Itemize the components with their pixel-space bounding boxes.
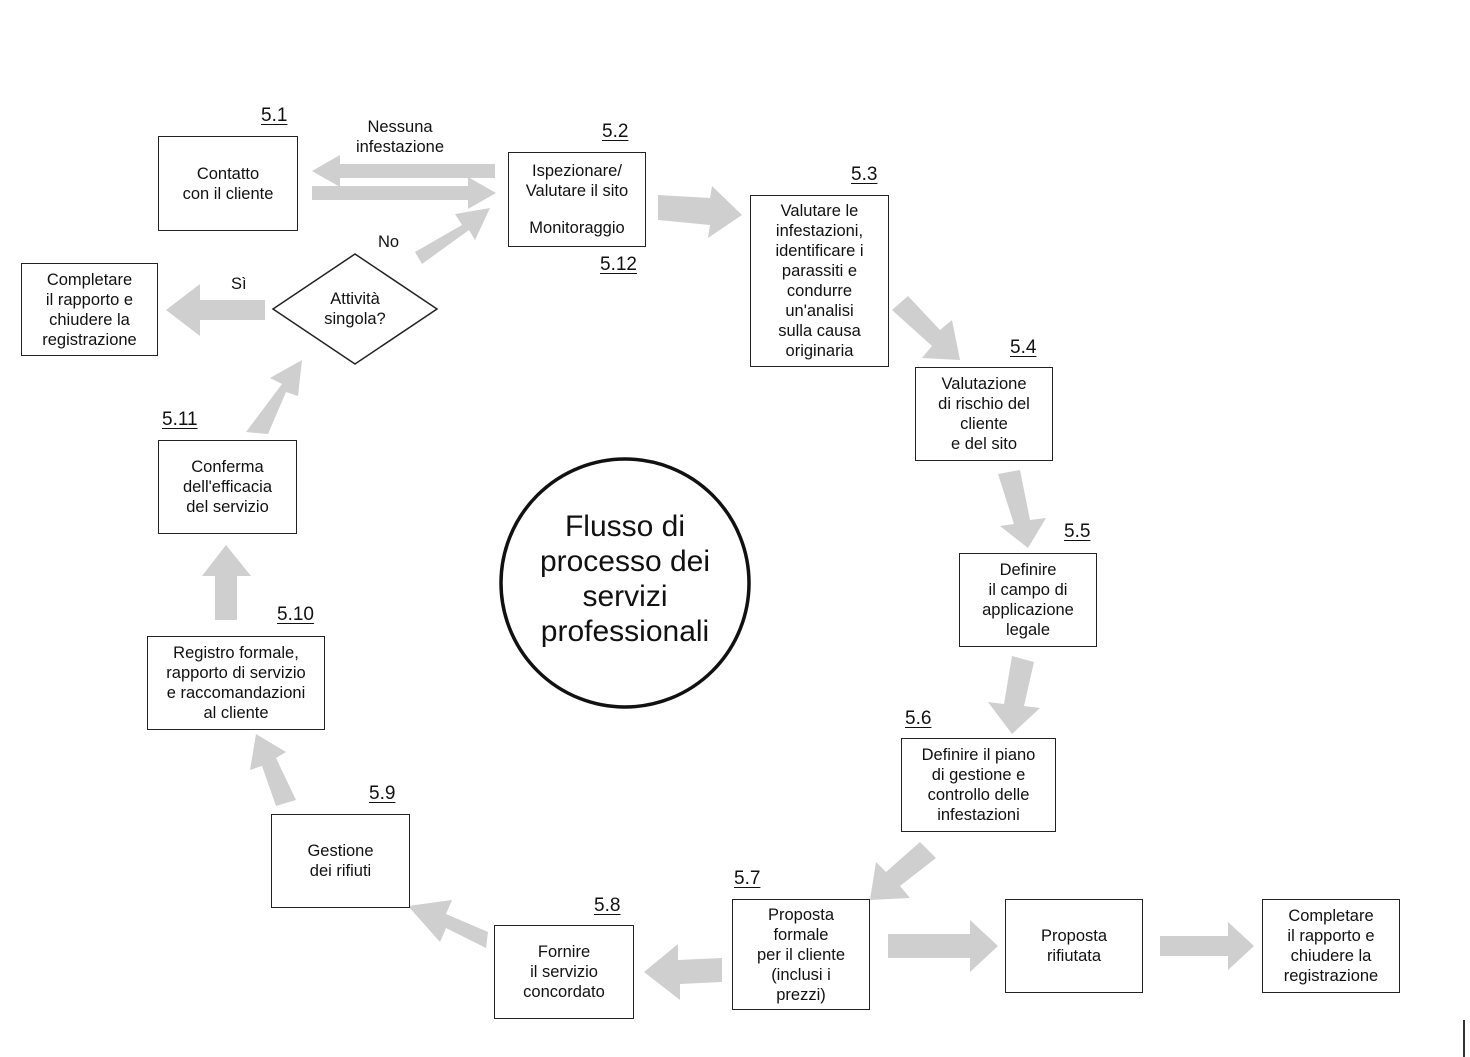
step-5.9-box: Gestione dei rifiuti — [271, 814, 410, 908]
step-5.7-box: Proposta formale per il cliente (inclusi… — [732, 899, 870, 1010]
step-number-5.7: 5.7 — [734, 868, 761, 889]
complete-report-box-bottom: Completare il rapporto e chiudere la reg… — [1262, 899, 1400, 993]
arrow-5.2-to-5.3 — [658, 186, 742, 238]
diagram-title: Flusso di processo dei servizi professio… — [539, 510, 711, 648]
step-number-5.11: 5.11 — [162, 409, 198, 430]
arrow-5.8-to-5.9 — [408, 900, 488, 948]
arrow-5.2-to-5.1 — [312, 155, 495, 187]
arrow-5.7-to-5.8 — [644, 944, 722, 1000]
title-circle — [499, 457, 751, 709]
arrow-5.5-to-5.6 — [988, 656, 1040, 734]
step-number-5.6: 5.6 — [905, 708, 932, 729]
arrow-5.10-to-5.11 — [202, 545, 251, 620]
label-no: No — [378, 233, 400, 251]
arrow-rejected-to-complete — [1160, 922, 1254, 970]
step-5.11-box: Conferma dell'efficacia del servizio — [158, 440, 297, 534]
arrow-5.6-to-5.7 — [870, 842, 936, 900]
rejected-proposal-box: Proposta rifiutata — [1005, 899, 1143, 993]
label-no-infestation: Nessuna infestazione — [355, 118, 445, 156]
step-5.4-box: Valutazione di rischio del cliente e del… — [915, 367, 1053, 461]
arrow-decision-to-5.2 — [415, 208, 490, 264]
decision-label: Attività singola? — [324, 290, 386, 328]
step-5.10-box: Registro formale, rapporto di servizio e… — [147, 636, 325, 730]
step-number-5.9: 5.9 — [369, 783, 396, 804]
step-number-5.12: 5.12 — [600, 254, 637, 275]
step-5.6-box: Definire il piano di gestione e controll… — [901, 738, 1056, 832]
decision-diamond — [271, 253, 439, 365]
step-number-5.8: 5.8 — [594, 895, 621, 916]
step-number-5.3: 5.3 — [851, 164, 878, 185]
step-5.12-box: Monitoraggio — [508, 209, 646, 247]
arrow-5.11-to-decision — [246, 360, 302, 434]
step-number-5.1: 5.1 — [261, 105, 288, 126]
step-number-5.10: 5.10 — [277, 604, 314, 625]
edge-mark — [1463, 1020, 1465, 1057]
complete-report-box-top: Completare il rapporto e chiudere la reg… — [21, 263, 158, 356]
arrow-5.4-to-5.5 — [998, 470, 1046, 548]
step-5.2-box: Ispezionare/ Valutare il sito — [508, 152, 646, 209]
arrow-5.7-to-rejected — [888, 920, 998, 972]
arrow-5.1-to-5.2 — [312, 177, 496, 209]
step-number-5.2: 5.2 — [602, 121, 629, 142]
step-number-5.5: 5.5 — [1064, 521, 1091, 542]
step-5.3-box: Valutare le infestazioni, identificare i… — [750, 195, 889, 367]
step-5.5-box: Definire il campo di applicazione legale — [959, 553, 1097, 647]
step-5.1-box: Contatto con il cliente — [158, 136, 298, 231]
arrow-5.3-to-5.4 — [892, 296, 960, 360]
step-5.8-box: Fornire il servizio concordato — [494, 925, 634, 1019]
arrow-5.9-to-5.10 — [250, 734, 296, 806]
step-number-5.4: 5.4 — [1010, 337, 1037, 358]
label-yes: Sì — [231, 275, 247, 293]
arrow-decision-to-complete — [166, 284, 265, 336]
